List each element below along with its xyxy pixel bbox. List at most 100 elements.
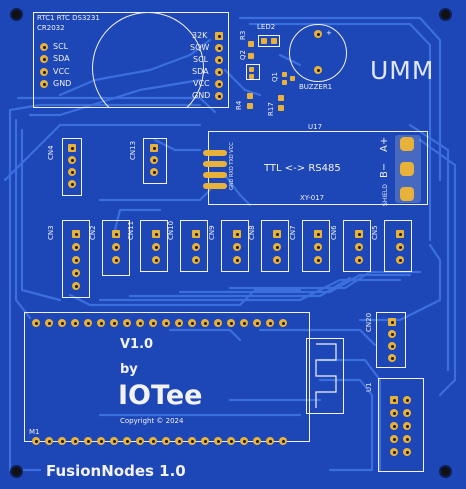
cn11-pad xyxy=(152,230,160,238)
cn9-pad xyxy=(233,256,241,264)
cn10-outline xyxy=(180,220,208,272)
rtc-pin-pad xyxy=(215,80,223,88)
mounting-hole xyxy=(12,467,21,476)
u1-pad xyxy=(390,435,398,443)
cn4-pad xyxy=(68,144,76,152)
cn13-pad xyxy=(150,168,158,176)
cn3-pad xyxy=(72,243,80,251)
cn8-outline xyxy=(261,220,289,272)
cn3-pad xyxy=(72,282,80,290)
u1-pad xyxy=(390,396,398,404)
m1-top-pad-row xyxy=(30,316,310,330)
q2-pad xyxy=(249,67,254,72)
r3-pad xyxy=(248,53,254,59)
rtc-left-pin-label: VCC xyxy=(53,67,70,76)
rs485-header-pin xyxy=(203,150,227,156)
r3-pad xyxy=(248,41,254,47)
cn6-pad xyxy=(355,243,363,251)
rtc-left-pin-label: SCL xyxy=(53,42,69,51)
cn5-outline xyxy=(384,220,412,272)
cn13-pad xyxy=(150,144,158,152)
u1-pad xyxy=(403,422,411,430)
cn4-outline xyxy=(62,138,82,196)
cn7-outline xyxy=(302,220,330,272)
rtc-pin-pad xyxy=(40,43,48,51)
brand-logo: IOTee xyxy=(118,380,203,411)
rtc-battery-label: CR2032 xyxy=(37,24,65,32)
led-label: LED2 xyxy=(257,23,276,31)
cn2-outline xyxy=(102,220,130,276)
r4-pad xyxy=(247,93,253,99)
rs485-terminal-pad xyxy=(400,162,414,176)
cn8-pad xyxy=(273,256,281,264)
cn13-pad xyxy=(150,156,158,164)
u1-pad xyxy=(390,422,398,430)
board-name: FusionNodes 1.0 xyxy=(46,462,186,480)
mounting-hole xyxy=(441,467,450,476)
m1-antenna-outline xyxy=(306,338,344,414)
q2-pad xyxy=(249,74,254,79)
cn5-pad xyxy=(396,230,404,238)
led-outline xyxy=(258,35,280,47)
cn8-pad xyxy=(273,230,281,238)
cn3-pad xyxy=(72,256,80,264)
cn9-pad xyxy=(233,230,241,238)
rtc-header: RTC1 RTC DS3231 xyxy=(37,14,100,22)
rtc-right-pin-label: 32K xyxy=(192,31,208,40)
cn6-outline xyxy=(343,220,371,272)
rtc-pin-pad xyxy=(215,68,223,76)
rtc-right-pin-label: SQW xyxy=(190,43,210,52)
q1-pad xyxy=(282,72,287,77)
cn4-pad xyxy=(68,180,76,188)
rs485-terminal-pad xyxy=(400,187,414,201)
cn7-pad xyxy=(314,256,322,264)
copyright-text: Copyright © 2024 xyxy=(120,417,184,425)
cn10-pad xyxy=(192,243,200,251)
module-version: V1.0 xyxy=(120,337,154,352)
u1-pad xyxy=(403,448,411,456)
rs485-terminal-pad xyxy=(400,137,414,151)
cn7-pad xyxy=(314,230,322,238)
rtc-pin-pad xyxy=(215,44,223,52)
q2-outline xyxy=(246,64,260,80)
cn5-pad xyxy=(396,243,404,251)
cn20-pad xyxy=(388,342,396,350)
rtc-right-pin-label: SCL xyxy=(193,55,209,64)
cn10-pad xyxy=(192,256,200,264)
umm-logo: UMM xyxy=(370,56,435,85)
rtc-right-pin-label: VCC xyxy=(193,79,210,88)
rs485-module-outline xyxy=(208,131,428,205)
cn7-pad xyxy=(314,243,322,251)
u1-pad xyxy=(390,448,398,456)
cn2-pad xyxy=(112,256,120,264)
cn6-pad xyxy=(355,256,363,264)
rtc-right-pin-label: GND xyxy=(192,91,211,100)
r17-pad xyxy=(278,95,284,101)
rtc-left-pin-label: SDA xyxy=(53,54,70,63)
rtc-right-pin-label: SDA xyxy=(192,67,209,76)
mounting-hole xyxy=(12,10,21,19)
cn11-pad xyxy=(152,243,160,251)
rtc-pin-pad xyxy=(40,80,48,88)
cn11-outline xyxy=(140,220,168,272)
led-pad xyxy=(261,38,267,44)
rs485-ref: U17 xyxy=(308,123,323,131)
u1-pad xyxy=(403,435,411,443)
cn10-pad xyxy=(192,230,200,238)
u1-outline xyxy=(378,378,424,472)
q1-pad xyxy=(282,80,287,85)
cn4-pad xyxy=(68,156,76,164)
cn9-outline xyxy=(221,220,249,272)
q1-pad xyxy=(290,76,295,81)
rtc-pin-pad xyxy=(215,92,223,100)
rs485-header-pin xyxy=(203,183,227,189)
rs485-header-pin xyxy=(203,161,227,167)
mounting-hole xyxy=(441,10,450,19)
rtc-pin-pad xyxy=(40,55,48,63)
buzzer-pad xyxy=(314,66,322,74)
cn2-pad xyxy=(112,230,120,238)
cn11-pad xyxy=(152,256,160,264)
